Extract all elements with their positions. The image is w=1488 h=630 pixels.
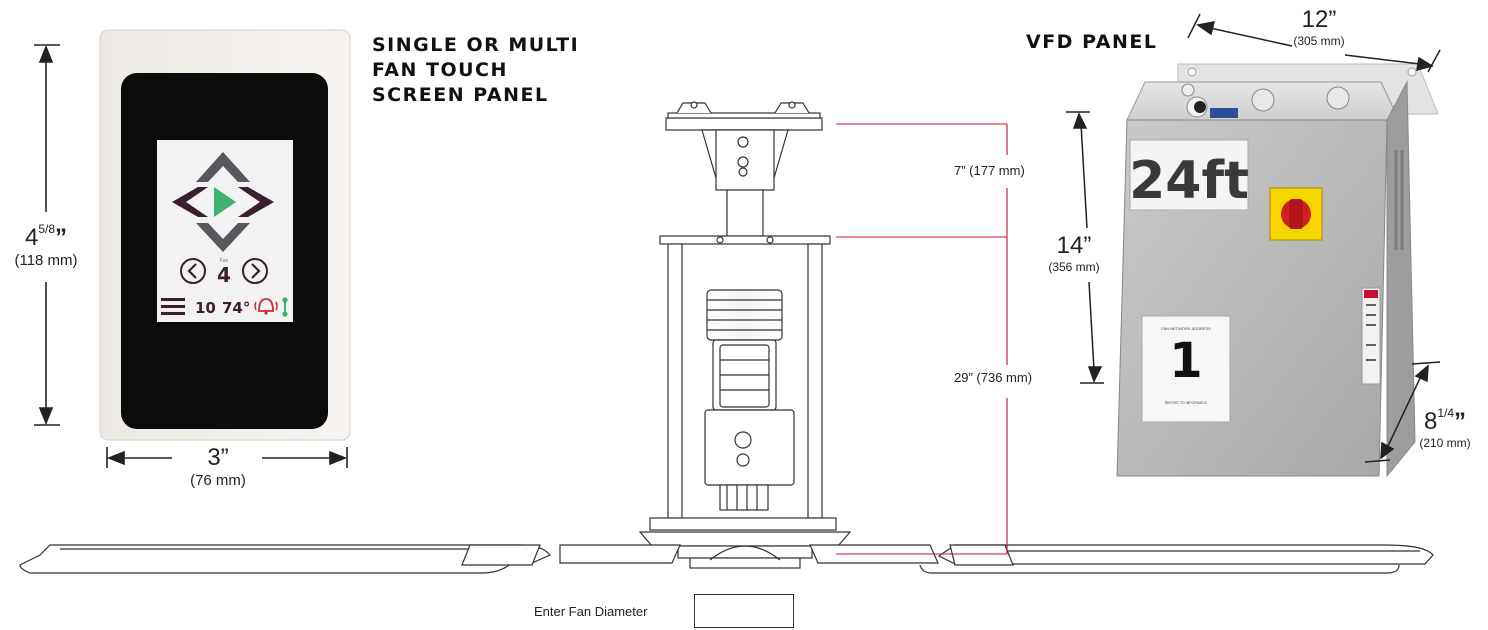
touch-panel-width-mm: (76 mm) — [190, 472, 246, 489]
fan-diameter-label: Enter Fan Diameter — [534, 604, 648, 619]
touch-panel-width-label: 3” (76 mm) — [178, 444, 258, 489]
touch-panel-height-mm: (118 mm) — [14, 252, 78, 269]
fan-caption: Fan — [220, 258, 229, 264]
vfd-depth-label: 81/4” (210 mm) — [1402, 406, 1488, 450]
upper-measure-label: 7” (177 mm) — [954, 163, 1025, 178]
alarm-bell-icon — [254, 298, 278, 315]
touch-panel — [99, 29, 351, 441]
vfd-depth-inch-mark: ” — [1454, 408, 1467, 435]
touch-panel-title-line-1: SINGLE OR MULTI — [372, 34, 580, 56]
touch-panel-height-inch-mark: ” — [55, 224, 68, 251]
next-fan-icon — [242, 258, 268, 284]
speed-value: 10 — [195, 299, 216, 317]
up-arrow-icon — [196, 152, 250, 182]
vfd-width-dimension — [1187, 13, 1441, 73]
touch-panel-title-line-3: SCREEN PANEL — [372, 84, 549, 106]
vfd-width-mm: (305 mm) — [1293, 34, 1345, 48]
touch-panel-width-value: 3” — [207, 444, 229, 471]
vfd-size-label: 24ft — [1129, 151, 1249, 211]
down-arrow-icon — [196, 223, 250, 252]
network-address-note: REPORT TO INFORMATIC — [1165, 401, 1208, 405]
touch-panel-height-dimension — [34, 44, 60, 426]
vfd-panel-title: VFD PANEL — [1026, 31, 1158, 53]
vfd-height-mm: (356 mm) — [1048, 260, 1100, 274]
connection-status-icon — [282, 297, 288, 317]
play-icon — [214, 187, 236, 217]
touch-panel-height-value: 4 — [24, 224, 39, 251]
vfd-height-dimension — [1066, 111, 1104, 384]
vfd-depth-fraction: 1/4 — [1437, 406, 1455, 420]
vfd-enclosure — [1116, 63, 1439, 478]
vfd-width-label: 12” (305 mm) — [1282, 6, 1356, 48]
vfd-height-label: 14” (356 mm) — [1030, 232, 1118, 274]
menu-icon — [161, 298, 185, 315]
vfd-width-value: 12” — [1301, 6, 1337, 33]
vfd-depth-mm: (210 mm) — [1419, 436, 1471, 450]
touch-panel-width-dimension — [106, 447, 348, 468]
previous-fan-icon — [180, 258, 206, 284]
touch-panel-height-fraction: 5/8 — [38, 222, 56, 236]
right-chevron-icon — [238, 187, 274, 217]
touch-panel-title-line-2: FAN TOUCH — [372, 59, 508, 81]
touch-panel-title: SINGLE OR MULTI FAN TOUCH SCREEN PANEL — [372, 33, 579, 108]
vfd-depth-dimension — [1364, 361, 1441, 463]
network-address-caption: FAN NETWORK ADDRESS — [1161, 326, 1211, 331]
vfd-height-value: 14” — [1056, 232, 1092, 259]
left-chevron-icon — [172, 187, 208, 217]
vfd-depth-value: 8 — [1423, 408, 1438, 435]
lower-measure-label: 29” (736 mm) — [954, 370, 1033, 385]
network-address-number: 1 — [1169, 333, 1202, 389]
temperature-value: 74° — [222, 299, 250, 317]
fan-number: 4 — [217, 263, 231, 287]
fan-assembly — [19, 101, 1434, 574]
fan-diameter-input[interactable] — [694, 594, 794, 628]
touch-panel-height-label: 45/8” (118 mm) — [0, 222, 92, 269]
fan-height-guides — [836, 123, 1008, 555]
